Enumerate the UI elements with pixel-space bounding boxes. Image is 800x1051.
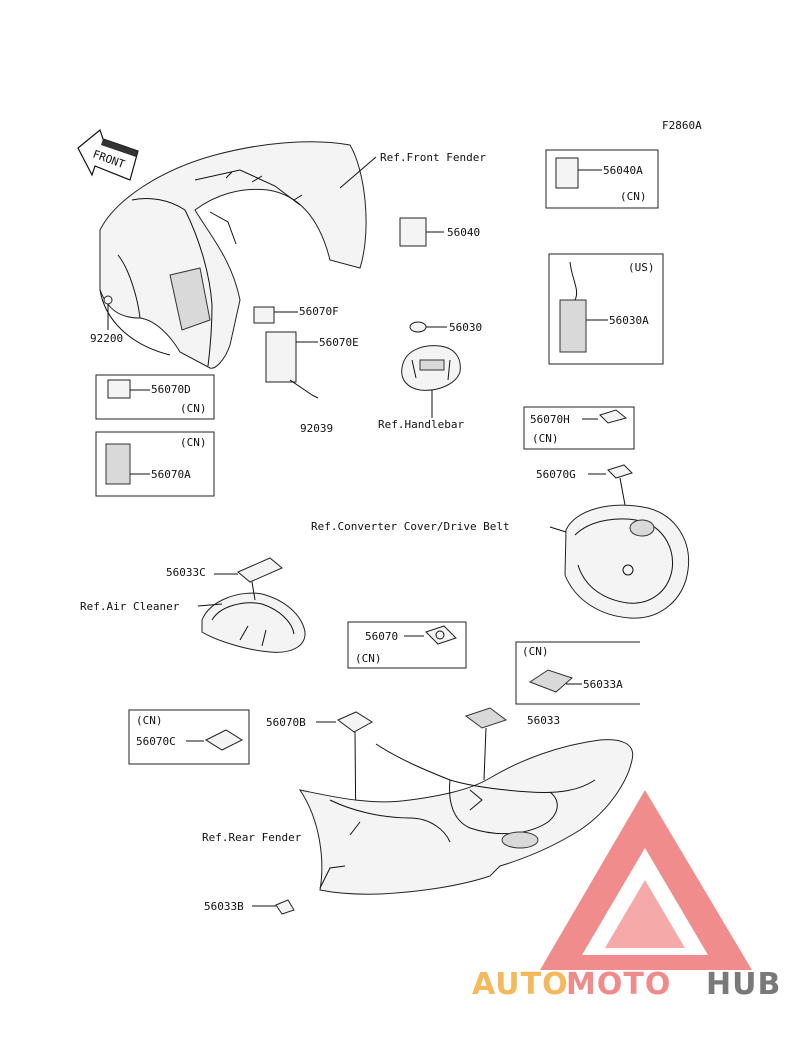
clip-92200 (103, 295, 113, 305)
part-56070G-label: 56070G (536, 468, 576, 481)
box-56070 (347, 621, 467, 669)
decal-56040 (399, 217, 427, 247)
part-56070H-label: 56070H (530, 413, 570, 426)
region-cn-56070D: (CN) (180, 402, 207, 415)
ref-front-fender-label: Ref.Front Fender (380, 151, 486, 164)
region-cn-56040A: (CN) (620, 190, 647, 203)
box-56040A (545, 149, 659, 209)
automotohub-logo: AUTO MOTO HUB (472, 790, 781, 1002)
handlebar-cover (401, 345, 461, 391)
logo-text-hub: HUB (706, 967, 781, 1002)
box-56030A (548, 253, 664, 365)
ref-handlebar-label: Ref.Handlebar (378, 418, 464, 431)
decal-56070B (337, 711, 373, 733)
part-56033A-label: 56033A (583, 678, 623, 691)
decal-56033B (275, 899, 295, 915)
part-56070C-label: 56070C (136, 735, 176, 748)
part-56040A-label: 56040A (603, 164, 643, 177)
logo-text-auto: AUTO (472, 967, 569, 1002)
region-cn-56033A: (CN) (522, 645, 549, 658)
box-56070C (128, 709, 250, 765)
region-cn-56070A: (CN) (180, 436, 207, 449)
part-56070E-label: 56070E (319, 336, 359, 349)
part-56030-label: 56030 (449, 321, 482, 334)
box-56033A (515, 641, 640, 705)
logo-text-moto: MOTO (566, 967, 671, 1002)
part-56070B-label: 56070B (266, 716, 306, 729)
air-cleaner-cover (201, 592, 306, 653)
part-56070F-label: 56070F (299, 305, 339, 318)
part-56040-label: 56040 (447, 226, 480, 239)
decal-56030 (409, 321, 427, 333)
front-arrow-icon: FRONT (77, 128, 139, 181)
decal-56070E (265, 331, 297, 383)
rear-fender (298, 739, 634, 895)
part-56070-label: 56070 (365, 630, 398, 643)
region-cn-56070H: (CN) (532, 432, 559, 445)
ref-air-cleaner-label: Ref.Air Cleaner (80, 600, 180, 613)
box-56070D (95, 374, 215, 420)
decal-56033 (464, 707, 508, 729)
part-56070A-label: 56070A (151, 468, 191, 481)
ref-rear-fender-label: Ref.Rear Fender (202, 831, 302, 844)
part-56033C-label: 56033C (166, 566, 206, 579)
box-56070A (95, 431, 215, 497)
part-56030A-label: 56030A (609, 314, 649, 327)
tag-56030A (559, 299, 587, 353)
decal-56033C (237, 557, 283, 583)
decal-56070F (253, 306, 275, 324)
front-fender (99, 141, 367, 369)
part-56033-label: 56033 (527, 714, 560, 727)
region-cn-56070: (CN) (355, 652, 382, 665)
converter-cover (564, 504, 690, 619)
box-56070H (523, 406, 635, 450)
decal-56070G (607, 464, 633, 479)
ref-converter-label: Ref.Converter Cover/Drive Belt (311, 520, 510, 533)
region-us-56030A: (US) (628, 261, 655, 274)
part-92200-label: 92200 (90, 332, 123, 345)
figure-code: F2860A (662, 119, 702, 132)
part-56070D-label: 56070D (151, 383, 191, 396)
part-92039-label: 92039 (300, 422, 333, 435)
region-cn-56070C: (CN) (136, 714, 163, 727)
part-56033B-label: 56033B (204, 900, 244, 913)
